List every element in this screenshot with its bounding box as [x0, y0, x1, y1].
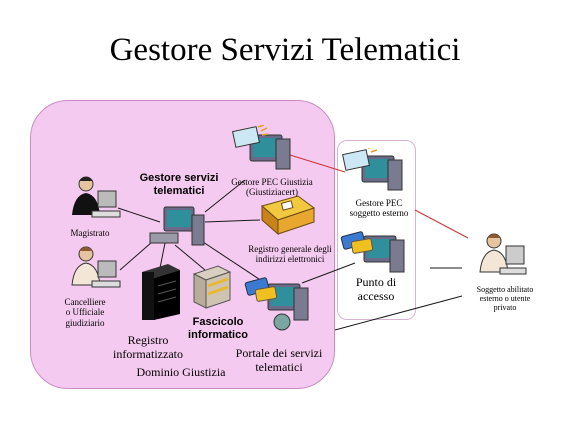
- label-pec-giustizia: Gestore PEC Giustizia(Giustiziacert): [231, 177, 313, 198]
- link-registro-informatizzato: [159, 242, 166, 269]
- server-icon: [142, 264, 180, 320]
- book-icon: [260, 195, 316, 236]
- link-magistrato: [117, 207, 161, 223]
- link-pec-giustizia: [204, 179, 246, 213]
- link-registro-generale: [204, 219, 261, 223]
- mail-computer-icon: [232, 125, 291, 170]
- label-magistrato: Magistrato: [70, 228, 110, 238]
- mail-computer-icon: [342, 148, 403, 191]
- file-cabinet-icon: [192, 265, 232, 309]
- person-at-computer-icon: [72, 176, 121, 218]
- link-fascicolo: [174, 244, 206, 271]
- computer-with-cards-icon: [340, 231, 405, 273]
- link-portale: [199, 239, 269, 286]
- label-dominio-giustizia: Dominio Giustizia: [136, 365, 226, 379]
- person-at-computer-icon: [71, 246, 121, 288]
- link-portale-utente: [334, 295, 463, 331]
- computer-icon: [149, 206, 205, 246]
- page-title: Gestore Servizi Telematici: [109, 32, 461, 68]
- link-portale-punto: [301, 262, 356, 284]
- link-pec-esterno-utente: [414, 209, 469, 239]
- person-at-computer-icon: [479, 233, 527, 275]
- link-pec-to-pec: [289, 154, 346, 173]
- computer-with-cards-icon: [244, 277, 309, 331]
